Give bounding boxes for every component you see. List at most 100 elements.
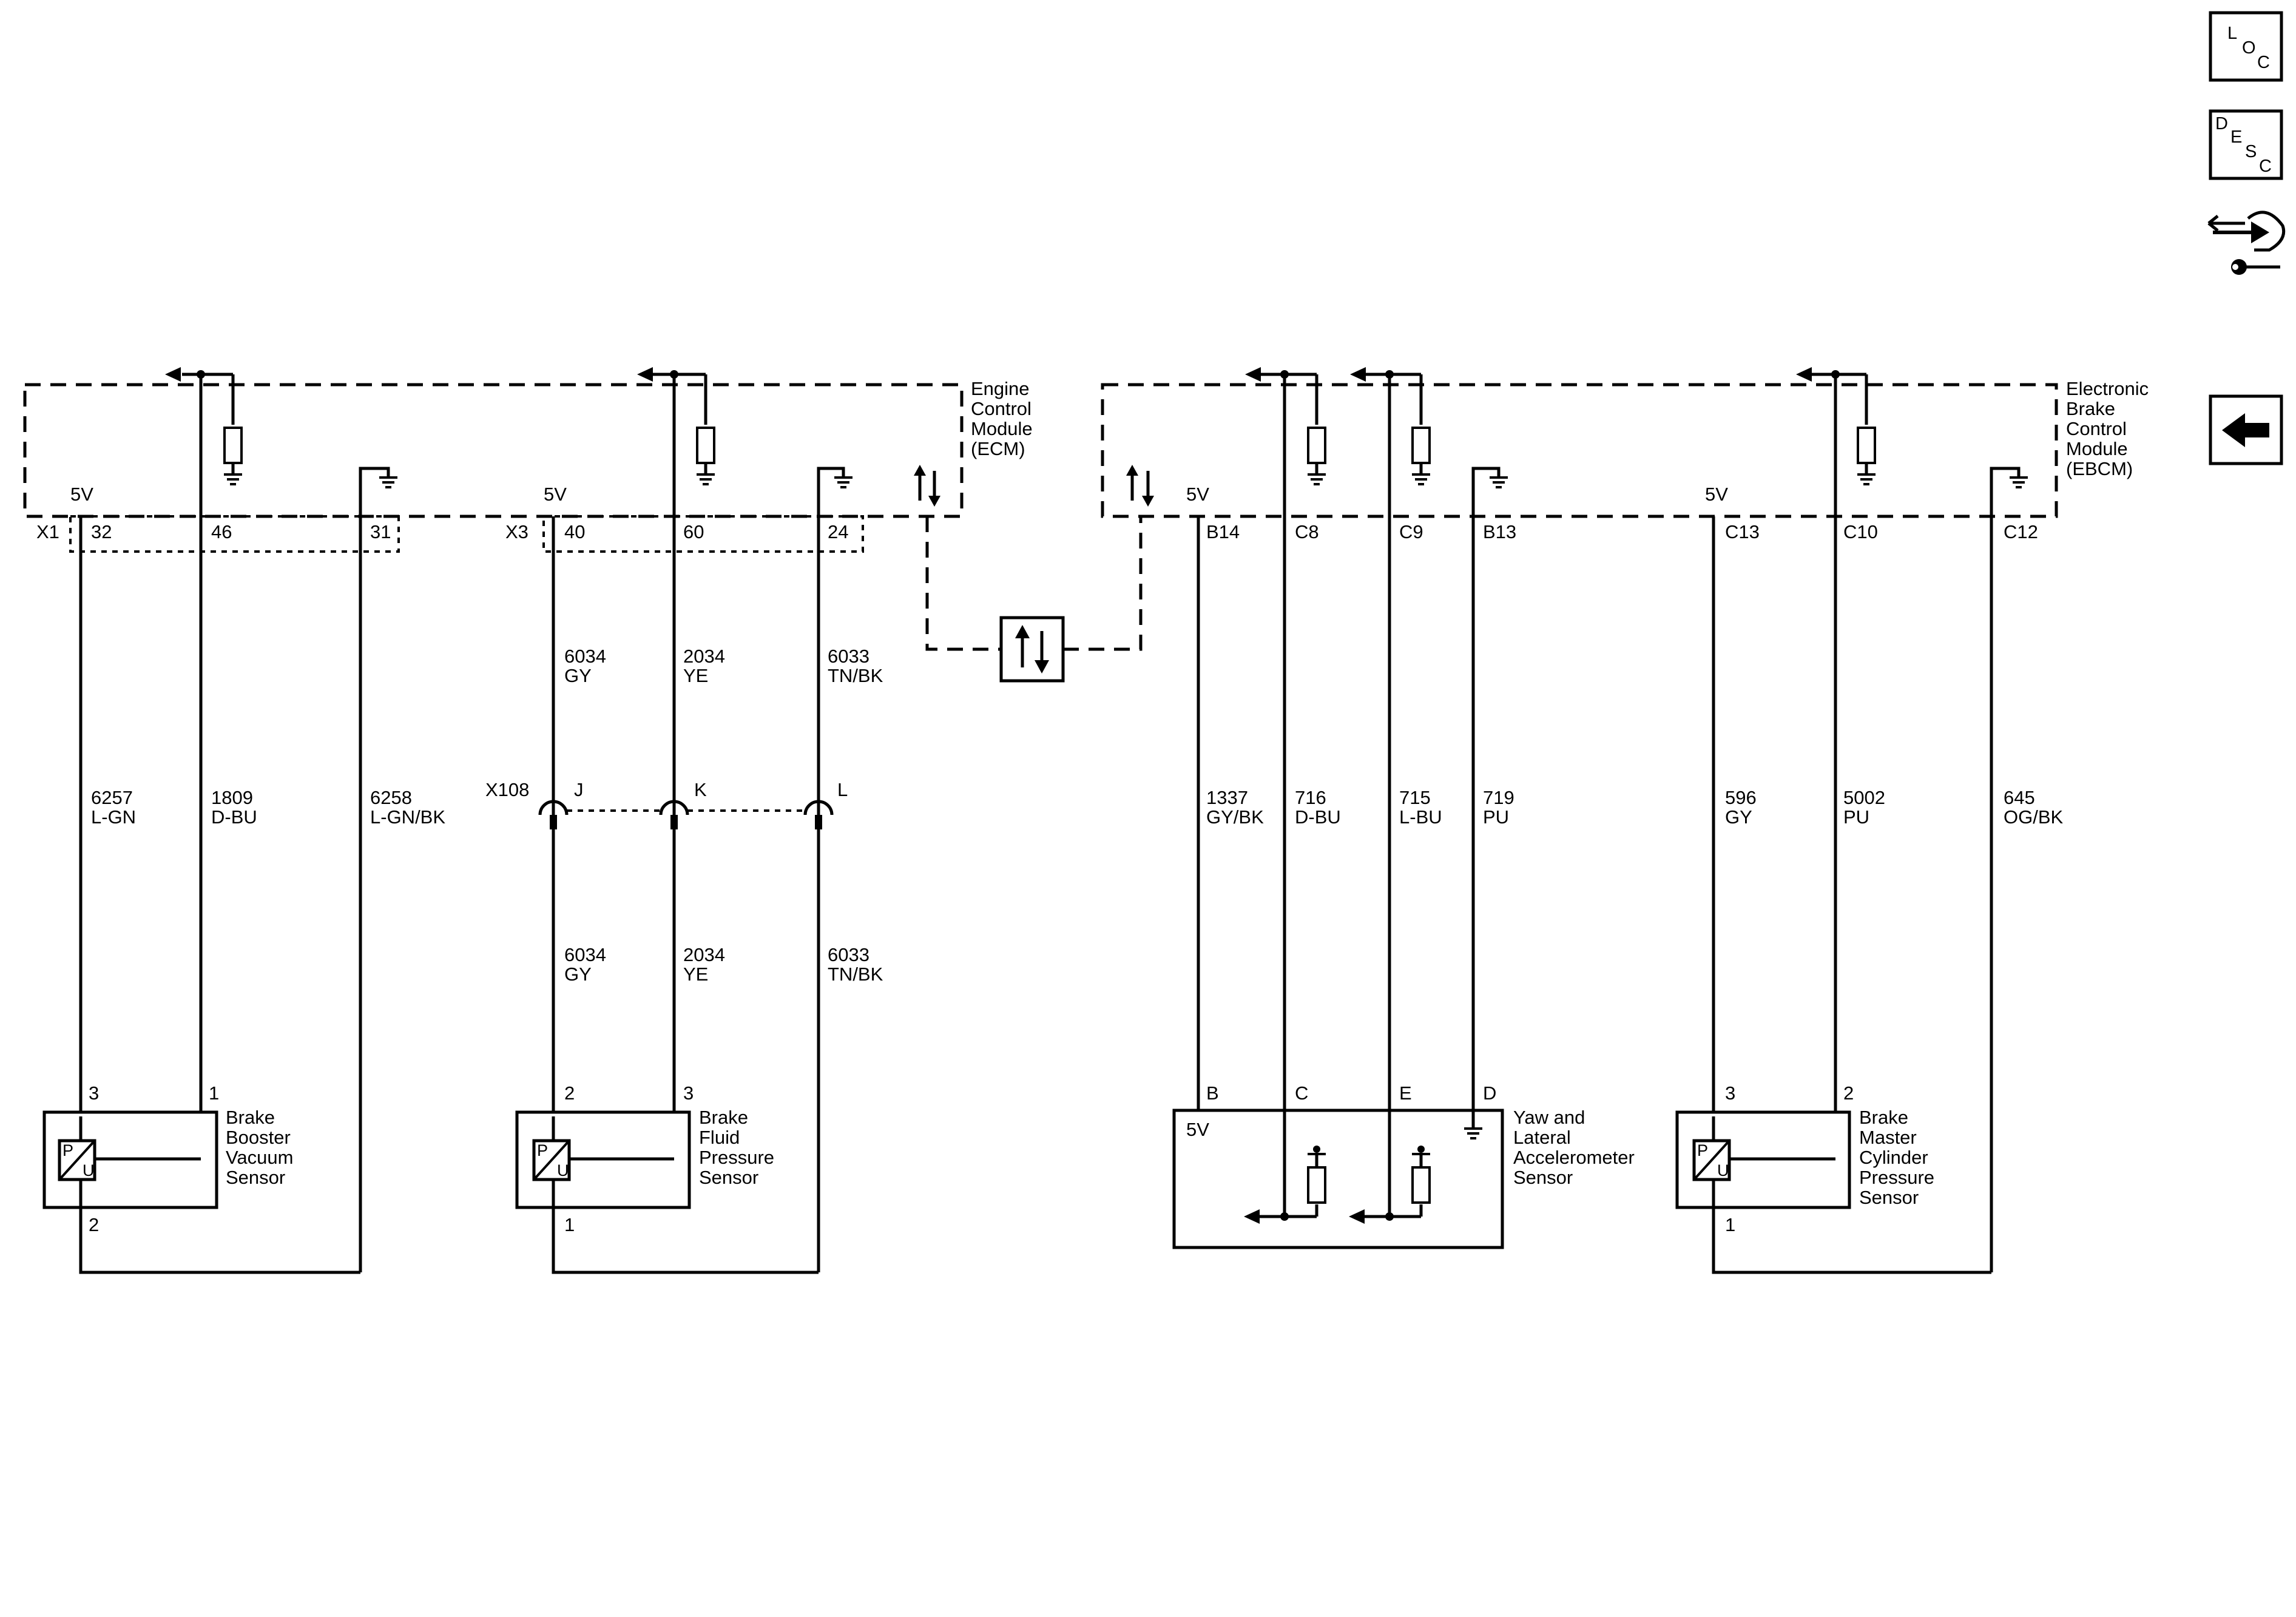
wire-719-color: PU xyxy=(1483,806,1509,828)
yaw-pin-c: C xyxy=(1295,1082,1308,1104)
wire-6257-number: 6257 xyxy=(91,787,133,808)
fluid-name-line-3: Pressure xyxy=(699,1147,774,1168)
wire-715-number: 715 xyxy=(1399,787,1431,808)
wire-1337-color: GY/BK xyxy=(1206,806,1264,828)
ecm-pin-60: 60 xyxy=(683,521,704,542)
wire-716-number: 716 xyxy=(1295,787,1326,808)
yaw-name-line-3: Accelerometer xyxy=(1513,1147,1635,1168)
connector-tool-icon[interactable] xyxy=(2207,211,2286,275)
brake-master-cylinder-pressure-sensor: 3 2 1 P U Brake Master Cylinder Pressure… xyxy=(1675,1082,1934,1235)
yaw-pin-d: D xyxy=(1483,1082,1496,1104)
x1-connector-label: X1 xyxy=(36,521,59,542)
master-name-line-1: Brake xyxy=(1859,1107,1908,1128)
desc-letter-e: E xyxy=(2230,127,2242,147)
wire-6034-number-lower: 6034 xyxy=(564,944,606,965)
x108-pin-l: L xyxy=(837,779,848,800)
booster-name-line-4: Sensor xyxy=(226,1167,285,1188)
master-pin-2: 2 xyxy=(1843,1082,1854,1104)
ecm-name-line-3: Module xyxy=(971,418,1033,439)
master-name-line-2: Master xyxy=(1859,1127,1917,1148)
master-name-line-3: Cylinder xyxy=(1859,1147,1928,1168)
wire-6033-color-upper: TN/BK xyxy=(828,665,883,686)
loc-button[interactable]: L O C xyxy=(2209,11,2283,82)
booster-pin-3: 3 xyxy=(89,1082,99,1104)
wire-6258-number: 6258 xyxy=(370,787,412,808)
ebcm-module: Electronic Brake Control Module (EBCM) 5… xyxy=(1101,367,2149,607)
fluid-name-line-4: Sensor xyxy=(699,1167,758,1188)
ecm-name-line-1: Engine xyxy=(971,378,1030,399)
ecm-pin-40: 40 xyxy=(564,521,585,542)
ebcm-5v-label-1: 5V xyxy=(1186,484,1209,505)
booster-pu-p: P xyxy=(62,1141,73,1160)
fluid-pin-3: 3 xyxy=(683,1082,694,1104)
ecm-pin-46: 46 xyxy=(211,521,232,542)
ecm-pin-32: 32 xyxy=(91,521,112,542)
booster-name-line-3: Vacuum xyxy=(226,1147,293,1168)
loc-letter-o: O xyxy=(2242,38,2256,58)
booster-pin-2: 2 xyxy=(89,1214,99,1235)
booster-pu-u: U xyxy=(83,1161,95,1180)
ebcm-name-line-1: Electronic xyxy=(2066,378,2149,399)
fluid-pu-u: U xyxy=(557,1161,569,1180)
brake-booster-vacuum-sensor: 3 1 2 P U Brake Booster Vacuum Sensor xyxy=(42,1082,293,1235)
wire-645-color: OG/BK xyxy=(2004,806,2064,828)
master-name-line-4: Pressure xyxy=(1859,1167,1934,1188)
ebcm-pin-c12: C12 xyxy=(2004,521,2038,542)
master-pin-1: 1 xyxy=(1725,1214,1735,1235)
ebcm-serial-data-icon xyxy=(1126,465,1154,507)
wire-716-color: D-BU xyxy=(1295,806,1341,828)
ebcm-pin-c8: C8 xyxy=(1295,521,1319,542)
x108-pin-j: J xyxy=(574,779,584,800)
x108-label: X108 xyxy=(485,779,529,800)
yaw-5v-label: 5V xyxy=(1186,1119,1209,1140)
wire-719-number: 719 xyxy=(1483,787,1514,808)
wire-6034-number-upper: 6034 xyxy=(564,646,606,667)
ecm-5v-label-2: 5V xyxy=(544,484,567,505)
ebcm-pin-c10: C10 xyxy=(1843,521,1878,542)
wire-6033-color-lower: TN/BK xyxy=(828,964,883,985)
wire-6034-color-lower: GY xyxy=(564,964,592,985)
ecm-name-line-4: (ECM) xyxy=(971,438,1025,459)
x108-connector: X108 J K L xyxy=(485,779,848,829)
booster-pin-1: 1 xyxy=(209,1082,219,1104)
yaw-name-line-2: Lateral xyxy=(1513,1127,1571,1148)
wire-6257-color: L-GN xyxy=(91,806,136,828)
wire-645-number: 645 xyxy=(2004,787,2035,808)
ebcm-name-line-4: Module xyxy=(2066,438,2128,459)
wire-5002-number: 5002 xyxy=(1843,787,1885,808)
wire-715-color: L-BU xyxy=(1399,806,1442,828)
desc-button[interactable]: D E S C xyxy=(2209,109,2283,180)
fluid-pu-p: P xyxy=(537,1141,548,1160)
back-button[interactable] xyxy=(2209,394,2283,465)
fluid-name-line-1: Brake xyxy=(699,1107,748,1128)
booster-name-line-2: Booster xyxy=(226,1127,291,1148)
ecm-pin-31: 31 xyxy=(370,521,391,542)
ebcm-pin-c13: C13 xyxy=(1725,521,1760,542)
wire-6258-color: L-GN/BK xyxy=(370,806,445,828)
brake-fluid-pressure-sensor: 2 3 1 P U Brake Fluid Pressure Sensor xyxy=(515,1082,774,1235)
yaw-name-line-4: Sensor xyxy=(1513,1167,1573,1188)
x108-pin-k: K xyxy=(694,779,707,800)
wire-6033-number-lower: 6033 xyxy=(828,944,869,965)
x3-connector-label: X3 xyxy=(505,521,528,542)
master-name-line-5: Sensor xyxy=(1859,1187,1919,1208)
wire-2034-color-upper: YE xyxy=(683,665,708,686)
loc-letter-l: L xyxy=(2227,24,2237,43)
yaw-name-line-1: Yaw and xyxy=(1513,1107,1585,1128)
ecm-module: Engine Control Module (ECM) X1 5V 32 46 … xyxy=(23,367,1033,607)
wire-1809-number: 1809 xyxy=(211,787,253,808)
wire-6034-color-upper: GY xyxy=(564,665,592,686)
back-arrow-icon xyxy=(2222,413,2269,447)
ebcm-name-line-5: (EBCM) xyxy=(2066,458,2133,479)
ebcm-pin-c9: C9 xyxy=(1399,521,1423,542)
yaw-pin-b: B xyxy=(1206,1082,1219,1104)
desc-letter-d: D xyxy=(2215,114,2228,133)
loc-letter-c: C xyxy=(2257,53,2270,72)
yaw-pin-e: E xyxy=(1399,1082,1412,1104)
wire-1337-number: 1337 xyxy=(1206,787,1248,808)
ecm-pin-24: 24 xyxy=(828,521,848,542)
ebcm-pin-b13: B13 xyxy=(1483,521,1516,542)
wire-1809-color: D-BU xyxy=(211,806,257,828)
wire-2034-color-lower: YE xyxy=(683,964,708,985)
